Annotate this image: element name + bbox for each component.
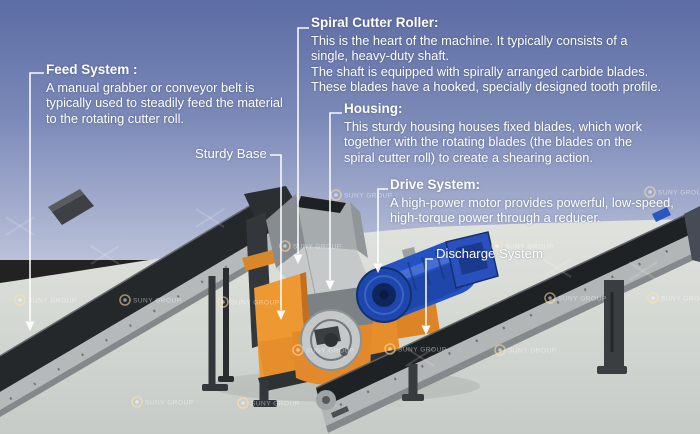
feed-system-arrow: [25, 321, 35, 331]
feed-system-text-line: to the rotating cutter roll.: [46, 110, 184, 126]
spiral-cutter-text-line: single, heavy-duty shaft.: [311, 48, 449, 64]
suny-group-watermark: SUNY GROUP: [119, 294, 182, 306]
spiral-cutter-text-line: This is the heart of the machine. It typ…: [311, 33, 628, 48]
watermark-x: [628, 261, 658, 281]
housing-title: Housing:: [344, 101, 403, 116]
svg-text:SUNY GROUP: SUNY GROUP: [133, 298, 182, 305]
discharge-system-label: Discharge System: [436, 246, 544, 261]
suny-group-watermark: SUNY GROUP: [491, 240, 554, 252]
svg-text:SUNY GROUP: SUNY GROUP: [398, 347, 447, 354]
watermark-x: [542, 258, 572, 278]
spiral-cutter-title: Spiral Cutter Roller:: [311, 15, 439, 30]
suny-group-watermark: SUNY GROUP: [279, 240, 342, 252]
suny-group-watermark: SUNY GROUP: [647, 292, 700, 304]
suny-group-watermark: SUNY GROUP: [384, 343, 447, 355]
watermark-logos: SUNY GROUP SUNY GROUP SUNY GROUP SUNY GROUP…: [14, 186, 700, 409]
svg-text:SUNY GROUP: SUNY GROUP: [558, 296, 607, 303]
housing-text-line: spiral cutter roll) to create a shearing…: [344, 149, 593, 165]
suny-group-watermark: SUNY GROUP: [292, 344, 355, 356]
svg-text:SUNY GROUP: SUNY GROUP: [231, 300, 280, 307]
drive-system-text-line: high-torque power through a reducer.: [390, 210, 601, 226]
suny-group-watermark: SUNY GROUP: [217, 296, 280, 308]
suny-group-watermark: SUNY GROUP: [644, 186, 700, 198]
svg-text:SUNY GROUP: SUNY GROUP: [306, 348, 355, 355]
feed-system-line: [29, 72, 44, 321]
svg-text:SUNY GROUP: SUNY GROUP: [661, 296, 700, 303]
svg-text:SUNY GROUP: SUNY GROUP: [344, 193, 393, 200]
spiral-cutter-text-line: These blades have a hooked, specially de…: [311, 79, 662, 95]
housing-text-line: together with the rotating blades (the b…: [344, 134, 633, 150]
discharge-system-arrow: [421, 325, 431, 335]
watermark-x: [90, 245, 120, 265]
spiral-cutter-annotation: Spiral Cutter Roller: This is the heart …: [311, 14, 661, 95]
housing-text-line: This sturdy housing houses fixed blades,…: [344, 119, 643, 134]
watermark-x: [405, 347, 435, 367]
annotation-arrows: [25, 254, 431, 335]
housing-annotation: Housing: This sturdy housing houses fixe…: [344, 100, 642, 165]
drive-system-title: Drive System:: [390, 177, 481, 192]
feed-system-title: Feed System :: [46, 62, 138, 77]
drive-system-line: [377, 188, 388, 263]
suny-group-watermark: SUNY GROUP: [237, 397, 300, 409]
cutter-drum: [292, 309, 372, 385]
svg-text:SUNY GROUP: SUNY GROUP: [251, 401, 300, 408]
drive-system-annotation: Drive System: A high-power motor provide…: [390, 176, 674, 226]
sturdy-base-label: Sturdy Base: [195, 146, 267, 161]
watermark-x-marks: [5, 208, 658, 367]
svg-text:SUNY GROUP: SUNY GROUP: [293, 244, 342, 251]
sturdy-base-line: [270, 154, 282, 310]
suny-group-watermark: SUNY GROUP: [544, 292, 607, 304]
sturdy-base-arrow: [276, 310, 286, 320]
discharge-conveyor: [315, 206, 700, 433]
drive-system-text-line: A high-power motor provides powerful, lo…: [390, 195, 674, 210]
suny-group-watermark: SUNY GROUP: [131, 396, 194, 408]
feed-system-annotation: Feed System : A manual grabber or convey…: [46, 61, 283, 126]
feed-system-text-line: A manual grabber or conveyor belt is: [46, 80, 255, 95]
housing-arrow: [325, 280, 335, 290]
suny-group-watermark: SUNY GROUP: [330, 189, 393, 201]
svg-text:SUNY GROUP: SUNY GROUP: [28, 298, 77, 305]
spiral-cutter-line: [297, 27, 309, 254]
svg-text:SUNY GROUP: SUNY GROUP: [658, 190, 700, 197]
drive-system-arrow: [373, 263, 383, 273]
svg-text:SUNY GROUP: SUNY GROUP: [145, 400, 194, 407]
spiral-cutter-text-line: The shaft is equipped with spirally arra…: [311, 63, 649, 79]
drive-motor: [356, 231, 499, 323]
feed-system-text-line: typically used to steadily feed the mate…: [46, 95, 283, 111]
housing-line: [329, 112, 342, 280]
annotation-lines: [29, 27, 433, 325]
svg-text:SUNY GROUP: SUNY GROUP: [505, 244, 554, 251]
svg-text:SUNY GROUP: SUNY GROUP: [508, 348, 557, 355]
discharge-system-line: [425, 258, 433, 325]
watermark-x: [195, 208, 225, 228]
spiral-cutter-arrow: [293, 254, 303, 264]
suny-group-watermark: SUNY GROUP: [494, 344, 557, 356]
suny-group-watermark: SUNY GROUP: [14, 294, 77, 306]
